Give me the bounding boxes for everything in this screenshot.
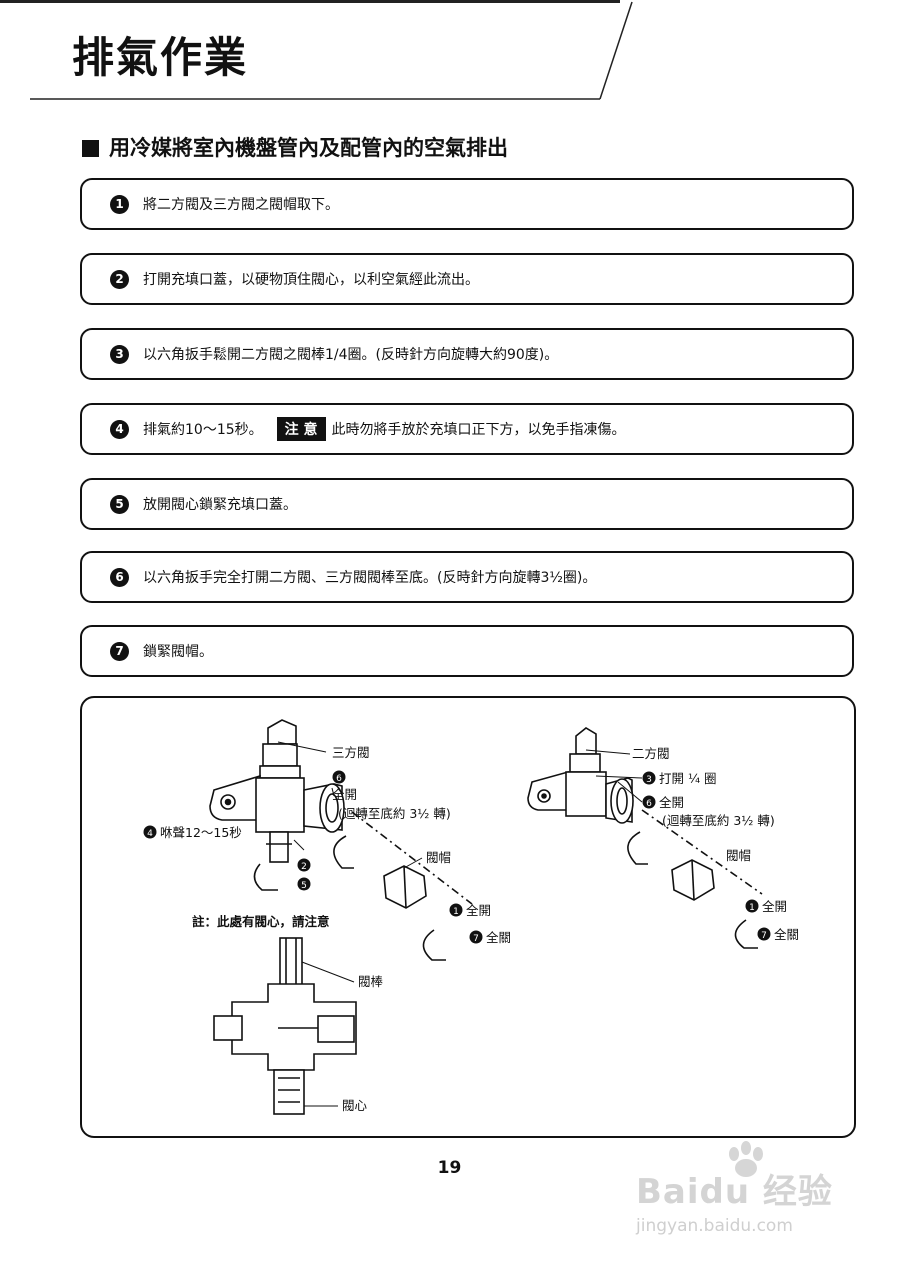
step-5: 5 放開閥心鎖緊充填口蓋。 bbox=[80, 478, 854, 530]
open-full-label: 全開 bbox=[332, 787, 357, 802]
step-1: 1 將二方閥及三方閥之閥帽取下。 bbox=[80, 178, 854, 230]
header-rule bbox=[0, 0, 620, 3]
step-6: 6 以六角扳手完全打開二方閥、三方閥閥棒至底。(反時針方向旋轉3½圈)。 bbox=[80, 551, 854, 603]
full-open-label: 全開 bbox=[466, 903, 491, 918]
caution-badge: 注 意 bbox=[276, 417, 326, 441]
two-way-valve-illustration bbox=[527, 727, 634, 824]
section-heading-text: 用冷媒將室內機盤管內及配管內的空氣排出 bbox=[109, 136, 508, 160]
svg-text:7: 7 bbox=[761, 931, 767, 941]
step-text: 排氣約10～15秒。 bbox=[143, 422, 263, 438]
hiss-num-icon: 4 bbox=[143, 825, 157, 839]
step-text: 放開閥心鎖緊充填口蓋。 bbox=[143, 497, 297, 513]
step-number-badge: 1 bbox=[110, 194, 129, 214]
full-close-right-text: 全關 bbox=[774, 927, 799, 942]
two-way-valve-label: 二方閥 bbox=[632, 746, 670, 761]
step-number-badge: 3 bbox=[110, 344, 129, 364]
svg-text:5: 5 bbox=[301, 881, 307, 891]
step-7: 7 鎖緊閥帽。 bbox=[80, 625, 854, 677]
step-text: 打開充填口蓋，以硬物頂住閥心，以利空氣經此流出。 bbox=[143, 272, 479, 288]
three-way-valve-illustration bbox=[209, 719, 345, 863]
step-2: 2 打開充填口蓋，以硬物頂住閥心，以利空氣經此流出。 bbox=[80, 253, 854, 305]
valve-core-label: 閥心 bbox=[342, 1098, 368, 1113]
svg-text:1: 1 bbox=[453, 907, 459, 917]
page-title: 排氣作業 bbox=[72, 33, 249, 82]
step-number-badge: 2 bbox=[110, 269, 129, 289]
note-label: 註：此處有閥心，請注意 bbox=[192, 914, 330, 929]
hiss-duration-label: 咻聲12～15秒 bbox=[160, 825, 242, 840]
header-divider bbox=[30, 1, 633, 100]
svg-text:6: 6 bbox=[336, 774, 342, 784]
full-open-right-text: 全開 bbox=[762, 899, 787, 914]
svg-text:4: 4 bbox=[147, 829, 153, 839]
three-way-valve-label: 三方閥 bbox=[332, 745, 370, 760]
full-open-num-icon: 1 bbox=[449, 903, 463, 917]
step-number-badge: 4 bbox=[110, 419, 129, 439]
section-heading: 用冷媒將室內機盤管內及配管內的空氣排出 bbox=[82, 134, 508, 162]
step-text: 鎖緊閥帽。 bbox=[143, 644, 213, 660]
svg-text:1: 1 bbox=[749, 903, 755, 913]
step-number-badge: 7 bbox=[110, 641, 129, 661]
full-close-label: 全關 bbox=[486, 930, 511, 945]
full-open-right-num-icon: 1 bbox=[745, 899, 759, 913]
step-3: 3 以六角扳手鬆開二方閥之閥棒1/4圈。(反時針方向旋轉大約90度)。 bbox=[80, 328, 854, 380]
valve-diagram-panel: 三方閥 6 全開 (迴轉至底約 3½ 轉) 4 咻聲12～15秒 2 5 閥帽 … bbox=[80, 696, 856, 1138]
left-cap-label: 閥帽 bbox=[426, 850, 451, 865]
svg-text:2: 2 bbox=[301, 862, 307, 872]
left-cap-illustration bbox=[383, 865, 427, 909]
valve-stem-label: 閥棒 bbox=[358, 974, 384, 989]
svg-text:3: 3 bbox=[646, 775, 652, 785]
watermark-url: jingyan.baidu.com bbox=[636, 1216, 793, 1236]
step-4: 4 排氣約10～15秒。 注 意 此時勿將手放於充填口正下方，以免手指凍傷。 bbox=[80, 403, 854, 455]
full-close-right-num-icon: 7 bbox=[757, 927, 771, 941]
watermark-brand: Baidu 经验 bbox=[636, 1172, 833, 1212]
paw-logo-icon bbox=[729, 1141, 763, 1177]
open-full-right-num-icon: 6 bbox=[642, 795, 656, 809]
open-full-right-label: 全開 bbox=[659, 795, 684, 810]
caution-text: 此時勿將手放於充填口正下方，以免手指凍傷。 bbox=[331, 422, 626, 438]
open-quarter-num-icon: 3 bbox=[642, 771, 656, 785]
square-bullet-icon bbox=[82, 139, 99, 157]
valve-diagram: 三方閥 6 全開 (迴轉至底約 3½ 轉) 4 咻聲12～15秒 2 5 閥帽 … bbox=[143, 719, 799, 1115]
step-number-badge: 6 bbox=[110, 567, 129, 587]
full-close-num-icon: 7 bbox=[469, 930, 483, 944]
step5-num-icon: 5 bbox=[297, 877, 311, 891]
open-quarter-label: 打開 ¼ 圈 bbox=[659, 771, 717, 786]
step-number-badge: 5 bbox=[110, 494, 129, 514]
rotate-bottom-label: (迴轉至底約 3½ 轉) bbox=[338, 806, 451, 821]
step-text: 以六角扳手鬆開二方閥之閥棒1/4圈。(反時針方向旋轉大約90度)。 bbox=[143, 347, 559, 363]
baidu-watermark: Baidu 经验 jingyan.baidu.com bbox=[636, 1140, 856, 1240]
rotate-bottom-right-label: (迴轉至底約 3½ 轉) bbox=[662, 813, 775, 828]
step-text: 將二方閥及三方閥之閥帽取下。 bbox=[143, 197, 339, 213]
right-cap-label: 閥帽 bbox=[726, 848, 751, 863]
valve-cross-section bbox=[213, 937, 357, 1115]
open-full-num-icon: 6 bbox=[332, 770, 346, 784]
step-text: 以六角扳手完全打開二方閥、三方閥閥棒至底。(反時針方向旋轉3½圈)。 bbox=[143, 570, 597, 586]
page-number: 19 bbox=[437, 1158, 462, 1178]
step2-num-icon: 2 bbox=[297, 858, 311, 872]
svg-text:7: 7 bbox=[473, 934, 479, 944]
svg-text:6: 6 bbox=[646, 799, 652, 809]
right-cap-illustration bbox=[671, 859, 715, 901]
